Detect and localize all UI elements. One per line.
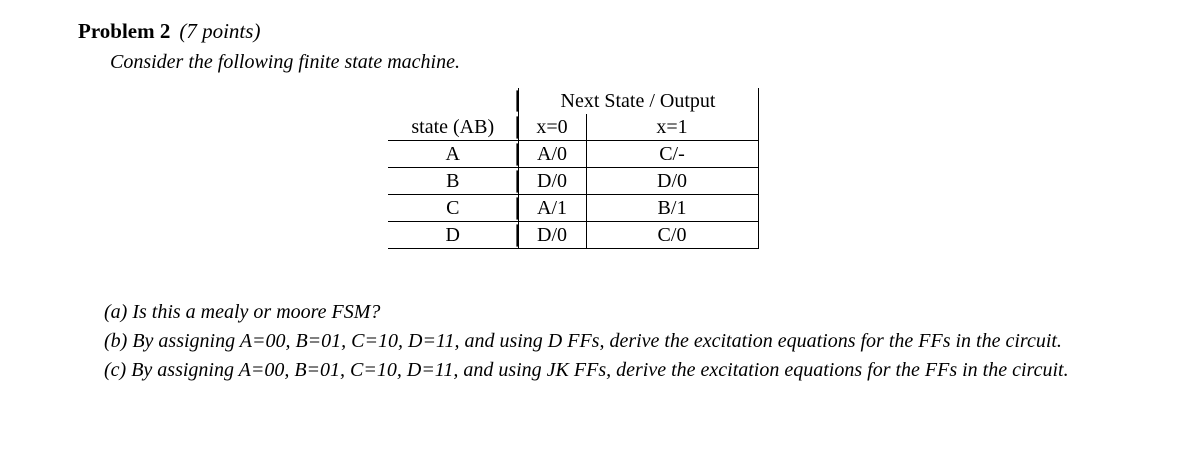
question-part-a: (a) Is this a mealy or moore FSM? [104, 301, 381, 323]
state-transition-table: Next State / Output state (AB) x=0 x=1 A… [388, 88, 766, 249]
cell-next-x0: A/1 [517, 194, 586, 222]
page-title: Problem 2 (7 points) [78, 18, 260, 44]
column-header-x0: x=0 [517, 114, 586, 141]
cell-next-x0: A/0 [517, 140, 586, 168]
table-row: C A/1 B/1 [388, 194, 759, 222]
cell-next-x1: D/0 [585, 167, 759, 195]
question-part-c: (c) By assigning A=00, B=01, C=10, D=11,… [104, 359, 1069, 381]
fsm-table: Next State / Output state (AB) x=0 x=1 A… [388, 88, 759, 249]
cell-next-x0: D/0 [517, 221, 586, 249]
cell-state: A [388, 140, 518, 168]
column-header-x1: x=1 [585, 114, 759, 141]
cell-next-x1: B/1 [585, 194, 759, 222]
table-row: A A/0 C/- [388, 140, 759, 168]
cell-state: B [388, 167, 518, 195]
problem-points: (7 points) [179, 19, 261, 43]
question-part-b: (b) By assigning A=00, B=01, C=10, D=11,… [104, 330, 1062, 352]
next-state-output-header: Next State / Output [517, 88, 759, 114]
table-header-row: state (AB) x=0 x=1 [388, 114, 759, 141]
cell-state: D [388, 221, 518, 249]
cell-state: C [388, 194, 518, 222]
column-header-state: state (AB) [388, 114, 518, 141]
cell-next-x0: D/0 [517, 167, 586, 195]
table-span-header-row: Next State / Output [388, 88, 759, 114]
cell-next-x1: C/- [585, 140, 759, 168]
question-parts: (a) Is this a mealy or moore FSM? (b) By… [70, 298, 1090, 385]
cell-next-x1: C/0 [585, 221, 759, 249]
table-row: B D/0 D/0 [388, 167, 759, 195]
problem-title: Problem 2 [78, 19, 171, 43]
intro-text: Consider the following finite state mach… [110, 51, 460, 73]
table-row: D D/0 C/0 [388, 221, 759, 249]
spacer-cell [388, 88, 518, 114]
